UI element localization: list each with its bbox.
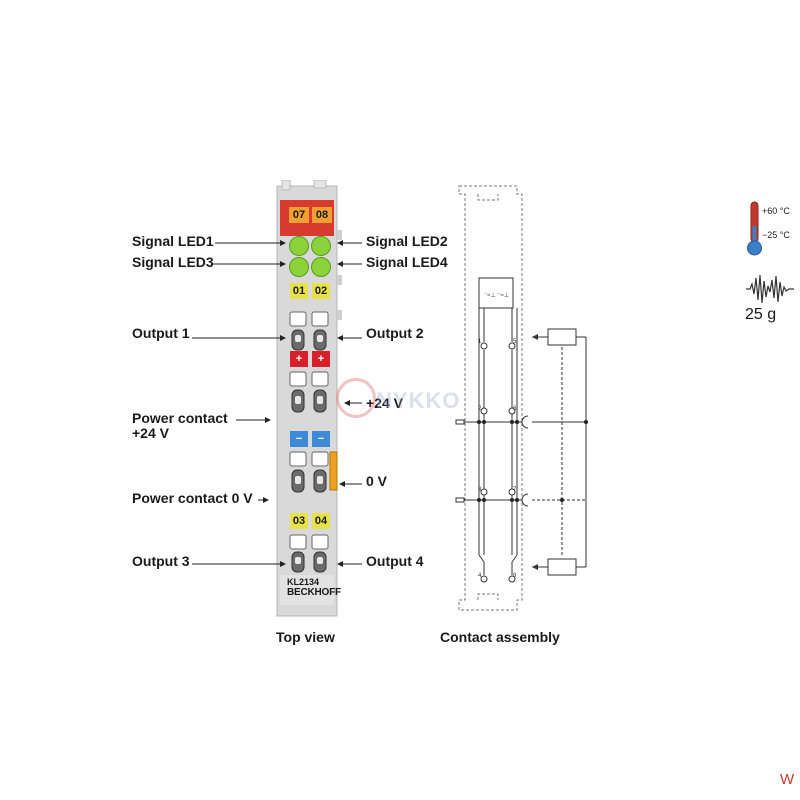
- tag-02: 02: [312, 283, 330, 299]
- pin-2: 2: [478, 406, 482, 412]
- label-signal-led1: Signal LED1: [132, 233, 214, 249]
- label-output3: Output 3: [132, 553, 190, 569]
- label-signal-led4: Signal LED4: [366, 254, 448, 270]
- corner-mark: W: [780, 771, 795, 788]
- label-output2: Output 2: [366, 325, 424, 341]
- label-power-contact-24v-line2: +24 V: [132, 425, 169, 441]
- label-output1: Output 1: [132, 325, 190, 341]
- signal-led-1: [289, 236, 309, 256]
- label-output4: Output 4: [366, 553, 424, 569]
- label-power-contact-24v-line1: Power contact: [132, 410, 228, 426]
- label-zero-v: 0 V: [366, 473, 388, 489]
- tag-03: 03: [290, 513, 308, 529]
- signal-led-2: [311, 236, 331, 256]
- caption-contact-assembly: Contact assembly: [440, 629, 560, 645]
- module-brand: BECKHOFF: [287, 587, 341, 598]
- pin-7: 7: [513, 487, 517, 493]
- svg-text:⁻≈⊥ ⁻≈⊥: ⁻≈⊥ ⁻≈⊥: [484, 292, 509, 299]
- signal-led-4: [311, 257, 331, 277]
- plus-tag-left: +: [290, 351, 308, 367]
- minus-tag-right: −: [312, 431, 330, 447]
- vibration-icon: [746, 274, 794, 304]
- pin-6: 6: [513, 406, 517, 412]
- temp-max: +60 °C: [762, 206, 790, 216]
- pin-5: 5: [513, 339, 517, 345]
- minus-tag-left: −: [290, 431, 308, 447]
- pin-1: 1: [478, 339, 482, 345]
- signal-led-3: [289, 257, 309, 277]
- weight-value: 25 g: [745, 306, 777, 323]
- pin-8: 8: [513, 573, 517, 579]
- thermometer-icon: [747, 201, 762, 256]
- temp-min: −25 °C: [762, 230, 790, 240]
- pin-4: 4: [478, 573, 482, 579]
- watermark-logo: [336, 378, 376, 418]
- label-signal-led3: Signal LED3: [132, 254, 214, 270]
- module-top-view: [276, 180, 342, 617]
- led-tag-07: 07: [289, 207, 309, 223]
- led-tag-08: 08: [312, 207, 332, 223]
- contact-assembly-schematic: ⁻≈⊥ ⁻≈⊥: [455, 185, 588, 611]
- tag-01: 01: [290, 283, 308, 299]
- pin-3: 3: [478, 487, 482, 493]
- plus-tag-right: +: [312, 351, 330, 367]
- module-model: KL2134: [287, 577, 320, 587]
- label-power-contact-0v: Power contact 0 V: [132, 490, 253, 506]
- watermark-text: NYKKO: [376, 388, 461, 413]
- label-signal-led2: Signal LED2: [366, 233, 448, 249]
- caption-top-view: Top view: [276, 629, 335, 645]
- tag-04: 04: [312, 513, 330, 529]
